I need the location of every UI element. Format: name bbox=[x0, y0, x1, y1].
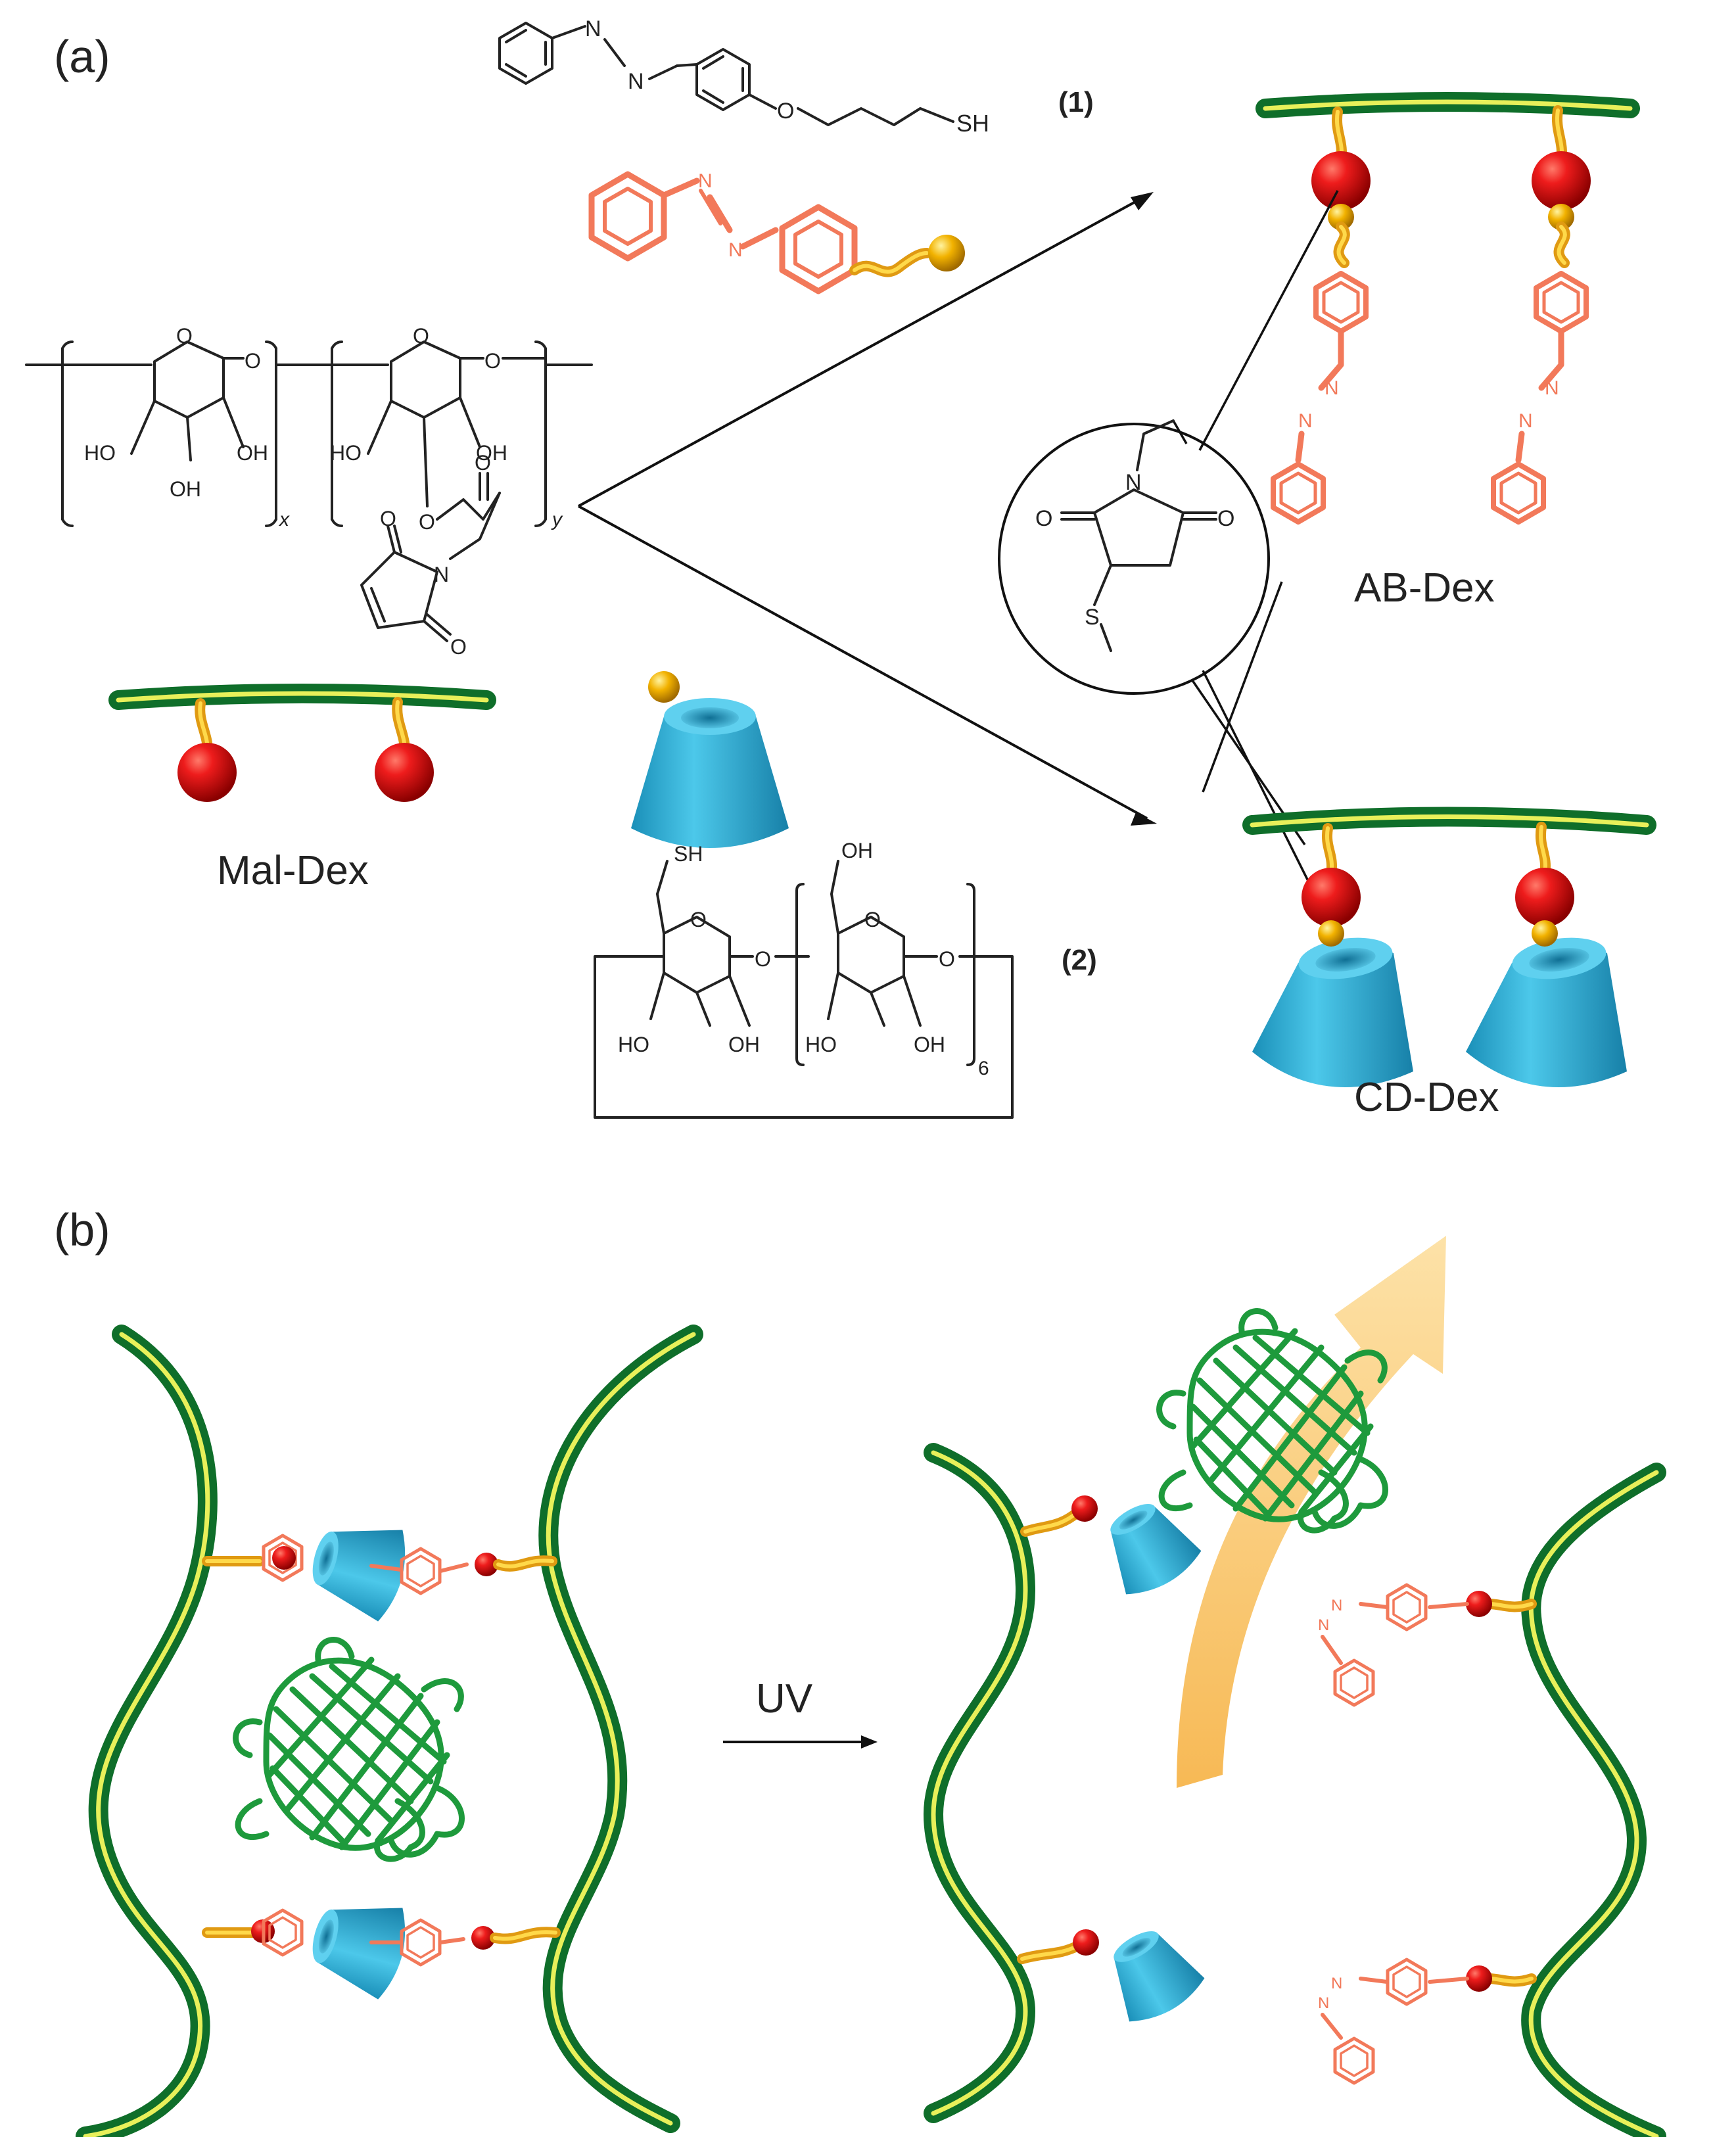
hydrogel-crosslinked bbox=[76, 1325, 703, 2137]
maldex-name: Mal-Dex bbox=[217, 848, 369, 893]
compound-2-thiol: SH bbox=[674, 842, 703, 866]
compound-2-oh-2: OH bbox=[914, 1033, 945, 1056]
cddex-cartoon bbox=[1242, 807, 1656, 1087]
maldex-o-4: O bbox=[484, 349, 501, 373]
reaction-arrow-to-cddex bbox=[578, 505, 1148, 820]
svg-text:N: N bbox=[698, 170, 713, 192]
svg-text:N: N bbox=[1518, 410, 1533, 432]
compound-2-o-4: O bbox=[939, 947, 955, 971]
svg-text:N: N bbox=[1318, 1616, 1329, 1634]
compound-1-number: (1) bbox=[1058, 86, 1094, 118]
compound-2-subscript-6: 6 bbox=[978, 1058, 989, 1079]
compound-2-oh-top: OH bbox=[841, 839, 873, 862]
linkage-oxygen-2: O bbox=[1217, 506, 1234, 531]
hydrogel-released: N N N N bbox=[923, 1236, 1666, 2137]
linkage-oxygen-1: O bbox=[1035, 506, 1052, 531]
compound-2-o-2: O bbox=[755, 947, 771, 971]
maldex-cartoon bbox=[108, 684, 496, 802]
linkage-nitrogen: N bbox=[1125, 470, 1142, 495]
cddex-name: CD-Dex bbox=[1354, 1075, 1499, 1120]
panel-a-label: (a) bbox=[54, 31, 110, 82]
compound-1-nitrogen-2: N bbox=[628, 69, 644, 94]
svg-text:N: N bbox=[1331, 1975, 1342, 1992]
svg-text:N: N bbox=[1325, 377, 1339, 399]
maldex-structure: O O HO OH OH x O O HO OH O O y N bbox=[25, 324, 593, 659]
maldex-subscript-x: x bbox=[278, 509, 290, 530]
compound-2-structure: SH O O HO OH OH O O HO OH 6 (2) bbox=[594, 839, 1097, 1119]
abdex-cartoon: N N N N bbox=[1255, 92, 1640, 522]
compound-2-ho-1: HO bbox=[618, 1033, 649, 1056]
compound-1-structure: N N O SH (1) bbox=[498, 16, 1094, 137]
panel-b-label: (b) bbox=[54, 1204, 110, 1256]
compound-2-ring-o-3: O bbox=[864, 908, 881, 931]
compound-1-thiol: SH bbox=[956, 110, 989, 137]
maldex-oh-2: OH bbox=[170, 477, 201, 501]
svg-text:N: N bbox=[1545, 377, 1559, 399]
maldex-ester-carbonyl-o: O bbox=[475, 451, 491, 475]
maldex-ho-1: HO bbox=[84, 441, 116, 465]
maldex-imide-o-2: O bbox=[450, 635, 467, 659]
maldex-oh-3: OH bbox=[476, 441, 507, 465]
svg-text:N: N bbox=[1331, 1597, 1342, 1614]
maldex-imide-o-1: O bbox=[380, 507, 396, 530]
maldex-oh-1: OH bbox=[237, 441, 268, 465]
maldex-ester-o: O bbox=[419, 510, 435, 534]
abdex-name: AB-Dex bbox=[1354, 565, 1495, 611]
thiosuccinimide-inset: N O O S bbox=[998, 190, 1339, 921]
svg-text:N: N bbox=[1298, 410, 1313, 432]
maldex-ring-o-3: O bbox=[413, 324, 429, 348]
compound-1-oxygen: O bbox=[777, 99, 794, 124]
release-arrow-icon bbox=[1177, 1236, 1446, 1788]
maldex-imide-n: N bbox=[434, 563, 449, 586]
compound-2-ho-2: HO bbox=[805, 1033, 837, 1056]
uv-label: UV bbox=[756, 1676, 813, 1722]
linkage-sulfur: S bbox=[1085, 605, 1100, 630]
maldex-ring-o-1: O bbox=[176, 324, 193, 348]
maldex-ho-2: HO bbox=[330, 441, 362, 465]
cyclodextrin-cone-icon bbox=[631, 671, 789, 848]
maldex-subscript-y: y bbox=[551, 509, 563, 530]
svg-text:N: N bbox=[728, 239, 743, 261]
compound-2-number: (2) bbox=[1062, 944, 1097, 976]
svg-text:N: N bbox=[1318, 1994, 1329, 2012]
maldex-o-2: O bbox=[245, 349, 261, 373]
protein-ribbon-icon bbox=[236, 1640, 462, 1860]
azobenzene-cartoon-icon: N N bbox=[588, 170, 965, 294]
compound-1-nitrogen-1: N bbox=[585, 16, 601, 41]
reaction-arrow-to-abdex bbox=[578, 196, 1144, 507]
compound-2-oh-1: OH bbox=[728, 1033, 760, 1056]
compound-2-ring-o-1: O bbox=[690, 908, 707, 931]
